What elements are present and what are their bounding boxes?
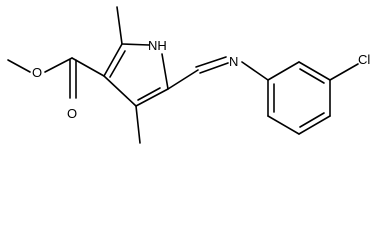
atom-label-ester-o: O bbox=[32, 65, 42, 80]
atom-label-nh: NH bbox=[148, 38, 167, 53]
bond-imine-double-2 bbox=[199, 62, 229, 74]
atom-label-carbonyl-o: O bbox=[67, 106, 77, 121]
molecule-diagram: O O NH N Cl bbox=[7, 6, 370, 144]
bond-ring-c3-c2-inner bbox=[109, 50, 126, 78]
bond-carbonyl-c-ring bbox=[71, 57, 105, 77]
bond-n-aryl bbox=[241, 61, 269, 81]
bond-c2-methyl bbox=[116, 6, 123, 45]
bond-aryl-c5-c6 bbox=[267, 115, 300, 135]
bond-ring-c3-c2 bbox=[103, 43, 123, 77]
bond-ester-o-carbonyl-c bbox=[44, 57, 73, 73]
bond-ring-c5-c4 bbox=[135, 88, 169, 107]
atom-label-imine-n: N bbox=[229, 54, 238, 69]
bond-aryl-c1-c2 bbox=[267, 61, 300, 81]
structure-svg: O O NH N Cl bbox=[7, 6, 370, 144]
bond-ring-c5-c4-inner bbox=[137, 87, 161, 101]
bond-c4-methyl bbox=[135, 105, 141, 144]
bond-aryl-c4-c5 bbox=[298, 115, 331, 135]
bond-aryl-c2-c3 bbox=[298, 61, 331, 81]
bond-aryl-cl bbox=[329, 63, 359, 81]
bond-c5-ch bbox=[167, 69, 199, 90]
atom-label-chlorine: Cl bbox=[358, 52, 370, 67]
bond-aryl-c2-c3-inner bbox=[299, 68, 325, 84]
bond-ring-c4-c3 bbox=[103, 75, 137, 107]
bond-ring-nh-c5 bbox=[161, 53, 169, 90]
bond-aryl-c4-c5-inner bbox=[299, 112, 325, 128]
bond-methyl-ester-o bbox=[7, 59, 31, 73]
bond-ring-c2-nh bbox=[121, 43, 150, 46]
bond-imine-double-1 bbox=[195, 56, 227, 68]
